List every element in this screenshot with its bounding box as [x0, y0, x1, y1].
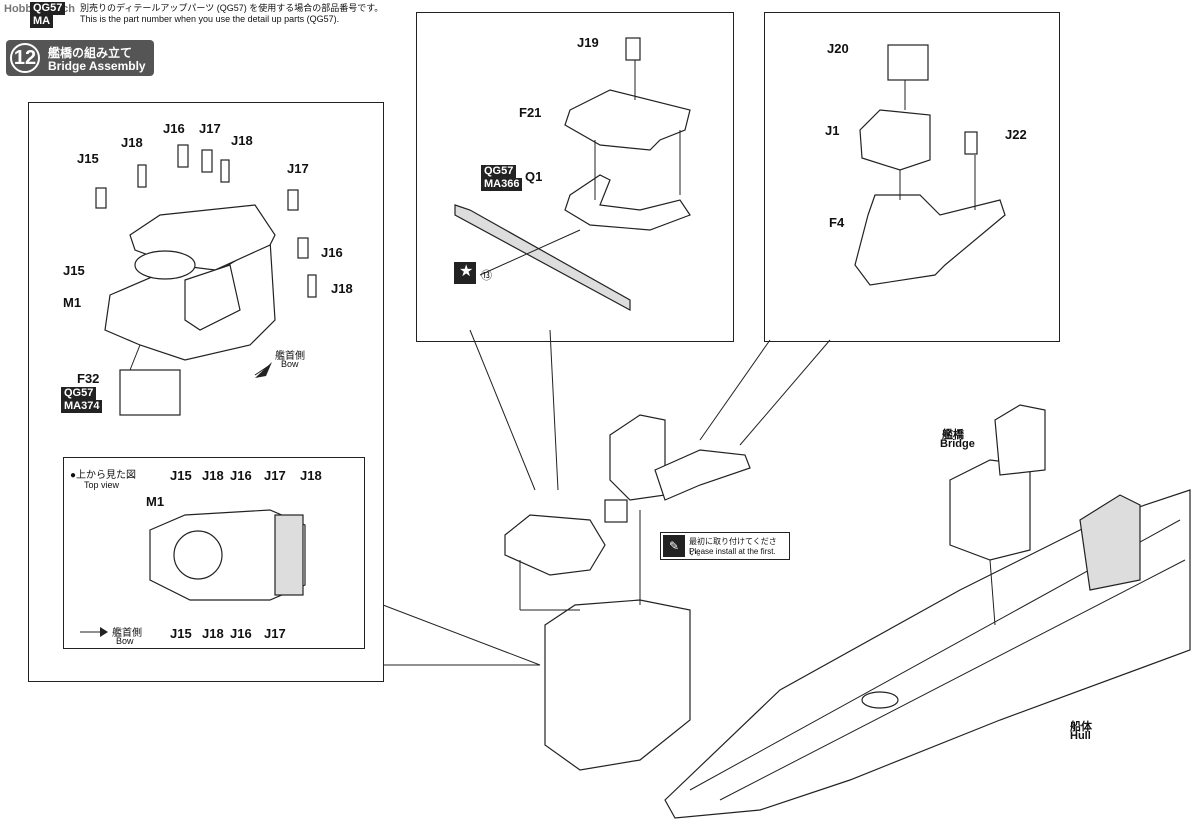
install-note-jp: 最初に取り付けてください。 [689, 537, 777, 557]
label-j16-a: J16 [163, 121, 185, 136]
label-j18-a: J18 [121, 135, 143, 150]
hull-label-en: Hull [1070, 730, 1091, 742]
label-j18-c: J18 [331, 281, 353, 296]
note-en: This is the part number when you use the… [80, 14, 340, 24]
right-panel-drawing [854, 44, 1006, 286]
label-j1: J1 [825, 123, 840, 138]
brush-icon: ✎ [663, 535, 685, 557]
tv-label-j16-top: J16 [230, 468, 252, 483]
tv-label-j18-bottom: J18 [202, 626, 224, 641]
star-ref: ⑬ [481, 270, 492, 282]
step-header: 12 艦橋の組み立て Bridge Assembly [6, 40, 154, 76]
label-j17-b: J17 [287, 161, 309, 176]
ma-badge: MA [30, 15, 54, 28]
q1-ma-code: MA366 [481, 178, 523, 191]
note-jp: 別売りのディテールアップパーツ (QG57) を使用する場合の部品番号です。 [80, 3, 384, 13]
center-panel: J19 F21 Q1 QG57 MA366 ★ ⑬ [416, 12, 734, 342]
top-view-title-jp: ●上から見た図 [70, 470, 137, 481]
bow-jp: 艦首側 [275, 351, 305, 362]
top-view-drawing [80, 509, 306, 637]
ship-hull [664, 404, 1191, 819]
f32-qg-code: QG57 [61, 387, 97, 400]
label-j20: J20 [827, 41, 849, 56]
left-panel: J15 J18 J16 J17 J18 J17 J15 J16 J18 M1 F… [28, 102, 384, 682]
small-parts-left [95, 144, 317, 298]
hull-label-jp: 船体 [1070, 721, 1092, 733]
tv-label-j15-top: J15 [170, 468, 192, 483]
tv-label-j15-bottom: J15 [170, 626, 192, 641]
tv-label-j17-bottom: J17 [264, 626, 286, 641]
star-icon: ★ [459, 263, 474, 280]
f32-ma-code: MA374 [61, 400, 103, 413]
tv-label-j18-top-b: J18 [300, 468, 322, 483]
label-j17-a: J17 [199, 121, 221, 136]
q1-qg-code: QG57 [481, 165, 517, 178]
label-j16-b: J16 [321, 245, 343, 260]
tv-label-j17-top: J17 [264, 468, 286, 483]
label-j19: J19 [577, 35, 599, 50]
top-view-inset: ●上から見た図 Top view J15 J18 J16 J17 J18 M1 … [63, 457, 365, 649]
label-j18-b: J18 [231, 133, 253, 148]
install-note-en: Please install at the first. [689, 547, 776, 556]
step-title-jp: 艦橋の組み立て [48, 46, 133, 60]
label-f21: F21 [519, 105, 542, 120]
install-note: ✎ 最初に取り付けてください。 Please install at the fi… [660, 532, 790, 560]
tv-label-m1: M1 [146, 494, 165, 509]
step-number: 12 [10, 43, 40, 73]
right-panel: J20 J1 J22 F4 [764, 12, 1060, 342]
label-j15-top: J15 [77, 151, 99, 166]
bow-en: Bow [281, 359, 299, 369]
qg-badge: QG57 [30, 2, 66, 15]
tv-label-j16-bottom: J16 [230, 626, 252, 641]
tv-bow-en: Bow [116, 636, 134, 646]
bridge-assembly-center [504, 414, 751, 771]
top-view-title-en: Top view [84, 480, 120, 490]
label-f4: F4 [829, 215, 845, 230]
step-title-en: Bridge Assembly [48, 59, 146, 73]
label-j15-bottom: J15 [63, 263, 85, 278]
label-m1: M1 [63, 295, 82, 310]
bridge-label-jp: 艦橋 [942, 429, 964, 441]
bridge-label-en: Bridge [940, 438, 975, 450]
label-f32: F32 [77, 371, 100, 386]
tv-label-j18-top: J18 [202, 468, 224, 483]
bridge-assembly-left [104, 204, 276, 416]
center-panel-drawing [454, 37, 691, 312]
label-q1: Q1 [525, 169, 543, 184]
label-j22: J22 [1005, 127, 1027, 142]
tv-bow-jp: 艦首側 [112, 628, 142, 639]
